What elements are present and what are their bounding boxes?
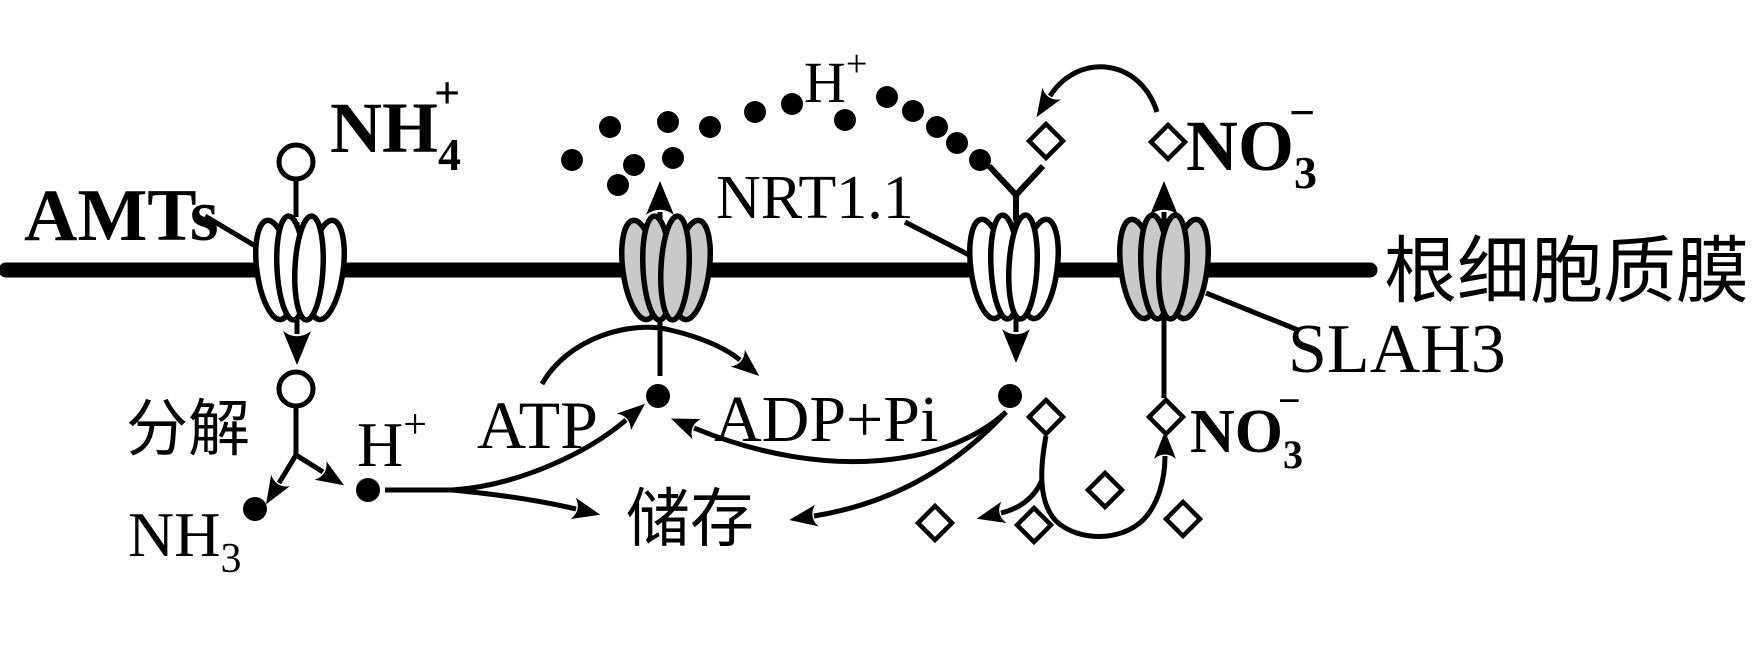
h-ion-dot — [623, 154, 645, 176]
no3-outside-diamond — [1151, 125, 1185, 159]
no3-pool-diamond — [1166, 502, 1200, 536]
amts-transporter — [250, 215, 350, 322]
no3-at-slah3-diamond — [1149, 400, 1183, 434]
imported-h-dot — [998, 384, 1022, 408]
no3-to-pool-arrow — [976, 478, 1045, 524]
membrane-label: 根细胞质膜 — [1384, 231, 1749, 312]
no3-outside-label: NO3− — [1186, 87, 1317, 198]
h-ion-dot — [561, 149, 583, 171]
nrt11-label: NRT1.1 — [716, 164, 914, 232]
slah3-pathway: SLAH3 NO3− — [918, 181, 1506, 542]
nh4-label: NH4+ — [330, 67, 461, 180]
no3-inside-label: NO3− — [1190, 378, 1303, 477]
h-ion-dot — [744, 101, 766, 123]
no3-transfer-arc-arrow — [1036, 64, 1160, 118]
amts-pointer-line — [203, 213, 264, 253]
imported-h-to-pump-arrow — [670, 410, 1008, 465]
h-ion-dot — [657, 111, 679, 133]
nrt11-pathway: NRT1.1 NO3− — [716, 64, 1317, 434]
no3-pool-diamond — [918, 506, 952, 540]
imported-no3-diamond — [1029, 400, 1063, 434]
h-plus-outside-label: H+ — [804, 43, 867, 115]
h-at-pump-dot — [646, 384, 670, 408]
proton-pump-pathway: ATP ADP+Pi 储存 — [385, 181, 1008, 555]
nh4-ion-circle — [276, 142, 316, 182]
nh3-dot — [243, 497, 267, 521]
h-ion-dot — [969, 149, 991, 171]
h-ion-dot — [607, 174, 629, 196]
nrt11-pointer-line — [903, 219, 977, 261]
nh3-label: NH3 — [128, 499, 241, 582]
extracellular-h-ion-cloud: H+ — [561, 43, 991, 196]
proton-pump-transporter — [616, 215, 716, 322]
h-ion-dot — [926, 116, 948, 138]
h-ion-dot — [699, 116, 721, 138]
decompose-label: 分解 — [126, 396, 250, 464]
h-plus-inside-label: H+ — [357, 402, 427, 480]
slah3-transporter — [1114, 214, 1214, 321]
h-ion-dot — [662, 147, 684, 169]
nrt11-receptor-y — [986, 163, 1046, 220]
amts-label: AMTs — [24, 175, 219, 257]
h-ion-dot — [946, 132, 968, 154]
storage-label: 储存 — [626, 484, 754, 555]
h-ion-dot — [902, 100, 924, 122]
decompose-to-nh3-arrow — [266, 453, 299, 505]
nh4-inside-circle — [276, 369, 316, 409]
imported-h-to-storage-arrow — [789, 410, 1008, 527]
no3-pool-diamond — [1017, 508, 1051, 542]
h-inside-dot — [356, 478, 380, 502]
h-ion-dot — [834, 109, 856, 131]
amts-pathway: AMTs NH4+ 分解 NH3 H+ — [24, 67, 461, 582]
slah3-pointer-line — [1205, 290, 1299, 333]
h-to-pump-arrow — [451, 403, 646, 493]
atp-hydrolysis-arrow — [539, 324, 760, 386]
adp-pi-label: ADP+Pi — [714, 383, 938, 456]
nrt11-transporter — [964, 214, 1064, 321]
h-ion-dot — [599, 116, 621, 138]
slah3-label: SLAH3 — [1288, 311, 1506, 388]
no3-at-nrt11-diamond — [1029, 124, 1063, 158]
h-ion-dot — [781, 93, 803, 115]
decompose-to-h-arrow — [294, 452, 345, 486]
h-ion-dot — [876, 86, 898, 108]
no3-pool-diamond — [1088, 473, 1122, 507]
h-to-storage-arrow — [451, 487, 601, 520]
